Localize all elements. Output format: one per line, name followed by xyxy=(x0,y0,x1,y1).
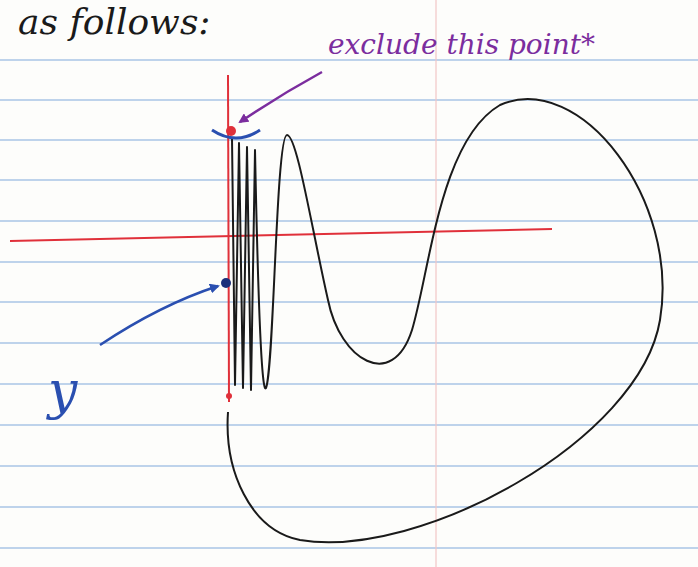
point-label: y xyxy=(48,362,77,419)
heading-note: as follows: xyxy=(18,2,211,42)
oscillating-curve xyxy=(228,99,663,542)
annotation-text: exclude this point* xyxy=(328,30,595,61)
excluded-cup xyxy=(212,130,260,138)
margin-line xyxy=(435,0,436,567)
point-y xyxy=(221,278,231,288)
ruled-lines xyxy=(0,60,698,548)
axes xyxy=(10,75,552,402)
excluded-point xyxy=(226,126,236,136)
pointer-arrow xyxy=(100,286,218,345)
axis-tick xyxy=(226,393,232,399)
pointer-arrow xyxy=(240,72,322,122)
